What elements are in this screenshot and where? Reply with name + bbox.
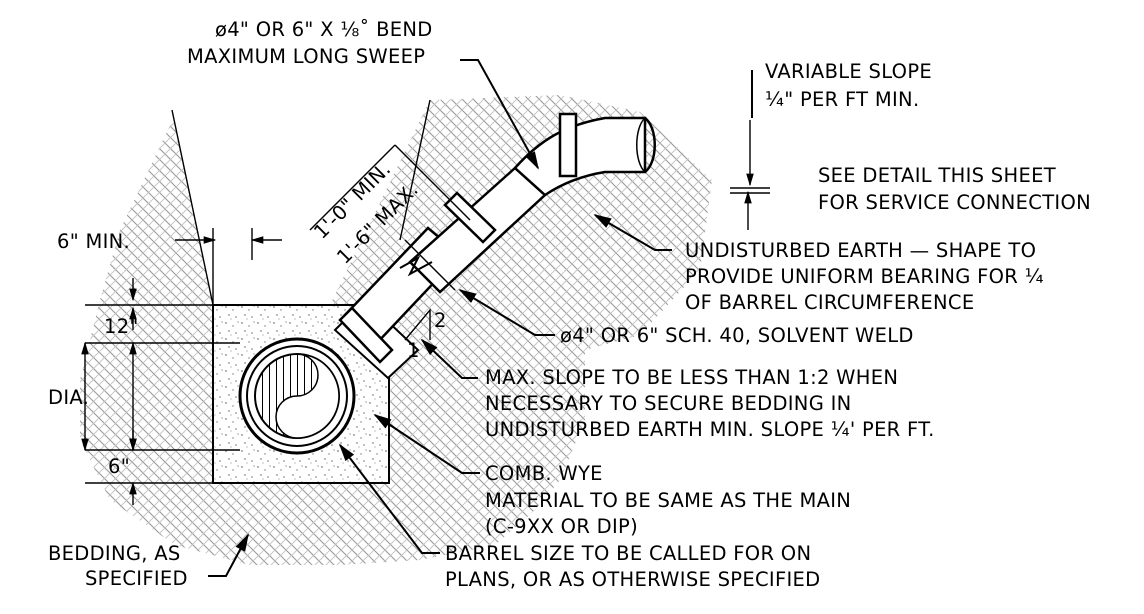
- wye-label-line3: (C-9XX OR DIP): [485, 515, 638, 538]
- max-slope-label-line1: MAX. SLOPE TO BE LESS THAN 1:2 WHEN: [485, 366, 898, 389]
- bedding-label-line2: SPECIFIED: [85, 567, 188, 590]
- see-detail-label-line2: FOR SERVICE CONNECTION: [818, 191, 1091, 214]
- dimension-lines: [81, 120, 770, 505]
- slope-ratio-2-label: 2: [434, 309, 447, 332]
- undisturbed-earth-label-line1: UNDISTURBED EARTH — SHAPE TO: [685, 239, 1036, 262]
- six-inch-bottom-label: 6": [108, 455, 130, 478]
- leader-lines: [208, 59, 753, 577]
- trench-wall-left: [171, 109, 214, 306]
- bedding-label-line1: BEDDING, AS: [48, 542, 181, 565]
- max-slope-label-line2: NECESSARY TO SECURE BEDDING IN: [485, 392, 852, 415]
- variable-slope-label-line2: ¼" PER FT MIN.: [765, 88, 919, 111]
- barrel-size-label-line2: PLANS, OR AS OTHERWISE SPECIFIED: [445, 568, 820, 591]
- six-inch-min-label: 6" MIN.: [57, 230, 130, 253]
- bend-label-line1: ø4" OR 6" X ⅛˚ BEND: [215, 18, 433, 41]
- slope-triangle: [404, 308, 431, 341]
- barrel-size-label-line1: BARREL SIZE TO BE CALLED FOR ON: [445, 542, 811, 565]
- annotations: ø4" OR 6" X ⅛˚ BEND MAXIMUM LONG SWEEP V…: [48, 18, 1091, 591]
- slope-ratio-1-label: 1: [407, 339, 420, 362]
- wye-label-line2: MATERIAL TO BE SAME AS THE MAIN: [485, 489, 851, 512]
- twelve-inch-label: 12": [104, 315, 139, 338]
- trench-wall-right: [399, 99, 431, 241]
- see-detail-label-line1: SEE DETAIL THIS SHEET: [818, 164, 1056, 187]
- main-barrel: [238, 337, 356, 455]
- undisturbed-earth-label-line3: OF BARREL CIRCUMFERENCE: [685, 291, 974, 314]
- diameter-label: DIA.: [48, 386, 89, 409]
- max-slope-label-line3: UNDISTURBED EARTH MIN. SLOPE ¼' PER FT.: [485, 418, 935, 441]
- service-pipe: [333, 112, 656, 380]
- sch40-pipe-label: ø4" OR 6" SCH. 40, SOLVENT WELD: [560, 324, 914, 347]
- variable-slope-label-line1: VARIABLE SLOPE: [765, 60, 932, 83]
- trench-cut: [172, 100, 430, 305]
- bend-label-line2: MAXIMUM LONG SWEEP: [187, 45, 425, 68]
- wye-label-line1: COMB. WYE: [485, 462, 603, 485]
- undisturbed-earth-label-line2: PROVIDE UNIFORM BEARING FOR ¼: [685, 265, 1044, 288]
